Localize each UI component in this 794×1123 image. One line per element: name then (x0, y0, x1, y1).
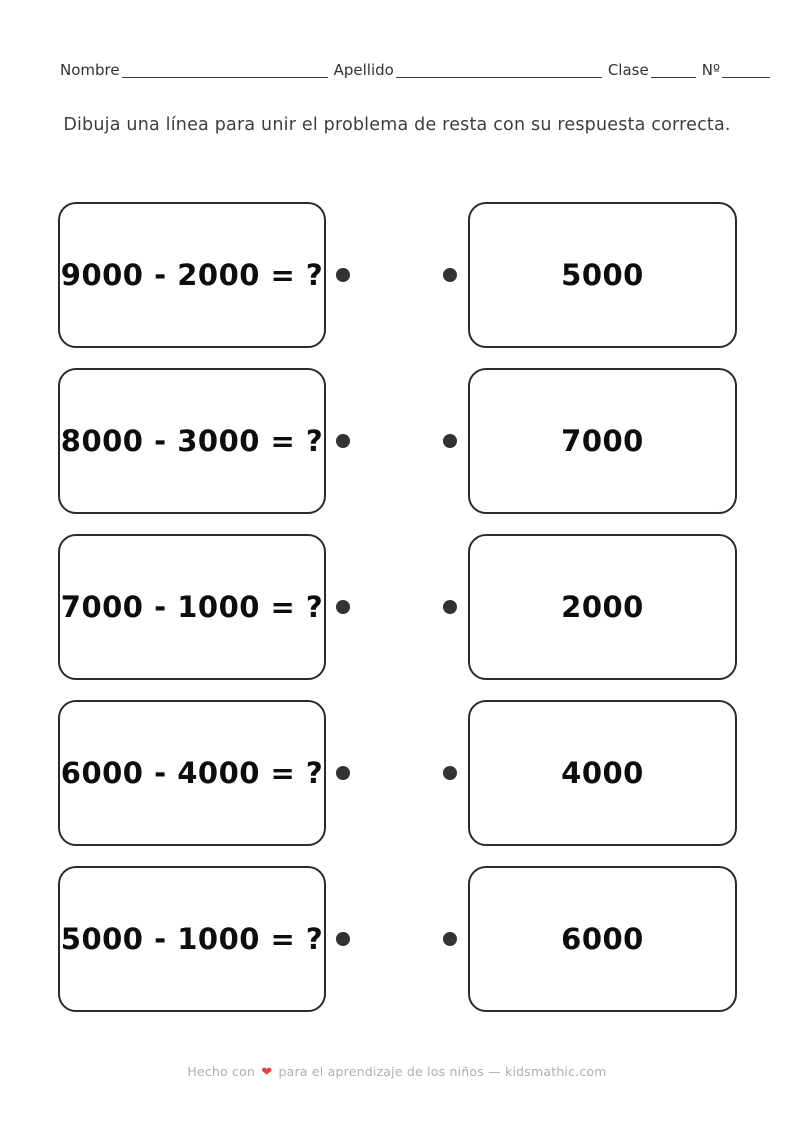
answer-text: 4000 (561, 756, 644, 790)
numero-label: Nº (701, 61, 721, 79)
answer-connector-dot[interactable] (443, 600, 457, 614)
clase-field-line[interactable] (650, 60, 696, 78)
answer-card: 5000 (468, 202, 737, 348)
problem-card: 6000 - 4000 = ? (58, 700, 326, 846)
answer-connector-dot[interactable] (443, 268, 457, 282)
problem-text: 7000 - 1000 = ? (60, 590, 324, 624)
clase-label: Clase (607, 61, 649, 79)
answer-card: 6000 (468, 866, 737, 1012)
answer-connector-dot[interactable] (443, 434, 457, 448)
answer-card: 2000 (468, 534, 737, 680)
answer-text: 7000 (561, 424, 644, 458)
answer-text: 5000 (561, 258, 644, 292)
answer-card: 4000 (468, 700, 737, 846)
problem-connector-dot[interactable] (336, 766, 350, 780)
heart-icon: ❤ (261, 1065, 273, 1080)
match-row: 8000 - 3000 = ? 7000 (58, 368, 737, 514)
instructions-text: Dibuja una línea para unir el problema d… (63, 115, 731, 135)
problem-text: 8000 - 3000 = ? (60, 424, 324, 458)
footer-credit: Hecho con ❤ para el aprendizaje de los n… (0, 1064, 794, 1080)
problem-text: 9000 - 2000 = ? (60, 258, 324, 292)
problem-card: 9000 - 2000 = ? (58, 202, 326, 348)
problem-text: 5000 - 1000 = ? (60, 922, 324, 956)
header-fields: Nombre Apellido Clase Nº (60, 60, 771, 80)
footer-text-after: para el aprendizaje de los niños — kidsm… (278, 1064, 607, 1079)
match-row: 9000 - 2000 = ? 5000 (58, 202, 737, 348)
answer-card: 7000 (468, 368, 737, 514)
answer-text: 2000 (561, 590, 644, 624)
match-row: 6000 - 4000 = ? 4000 (58, 700, 737, 846)
problem-connector-dot[interactable] (336, 932, 350, 946)
footer-text-before: Hecho con (187, 1064, 256, 1079)
problem-card: 5000 - 1000 = ? (58, 866, 326, 1012)
answer-text: 6000 (561, 922, 644, 956)
match-row: 5000 - 1000 = ? 6000 (58, 866, 737, 1012)
matching-exercise: 9000 - 2000 = ? 5000 8000 - 3000 = ? 700… (58, 202, 737, 1032)
answer-connector-dot[interactable] (443, 766, 457, 780)
answer-connector-dot[interactable] (443, 932, 457, 946)
nombre-label: Nombre (60, 61, 120, 79)
problem-card: 7000 - 1000 = ? (58, 534, 326, 680)
nombre-field-line[interactable] (121, 60, 328, 78)
numero-field-line[interactable] (722, 60, 771, 78)
problem-connector-dot[interactable] (336, 600, 350, 614)
apellido-label: Apellido (333, 61, 394, 79)
problem-card: 8000 - 3000 = ? (58, 368, 326, 514)
problem-connector-dot[interactable] (336, 268, 350, 282)
match-row: 7000 - 1000 = ? 2000 (58, 534, 737, 680)
problem-connector-dot[interactable] (336, 434, 350, 448)
problem-text: 6000 - 4000 = ? (60, 756, 324, 790)
apellido-field-line[interactable] (395, 60, 602, 78)
